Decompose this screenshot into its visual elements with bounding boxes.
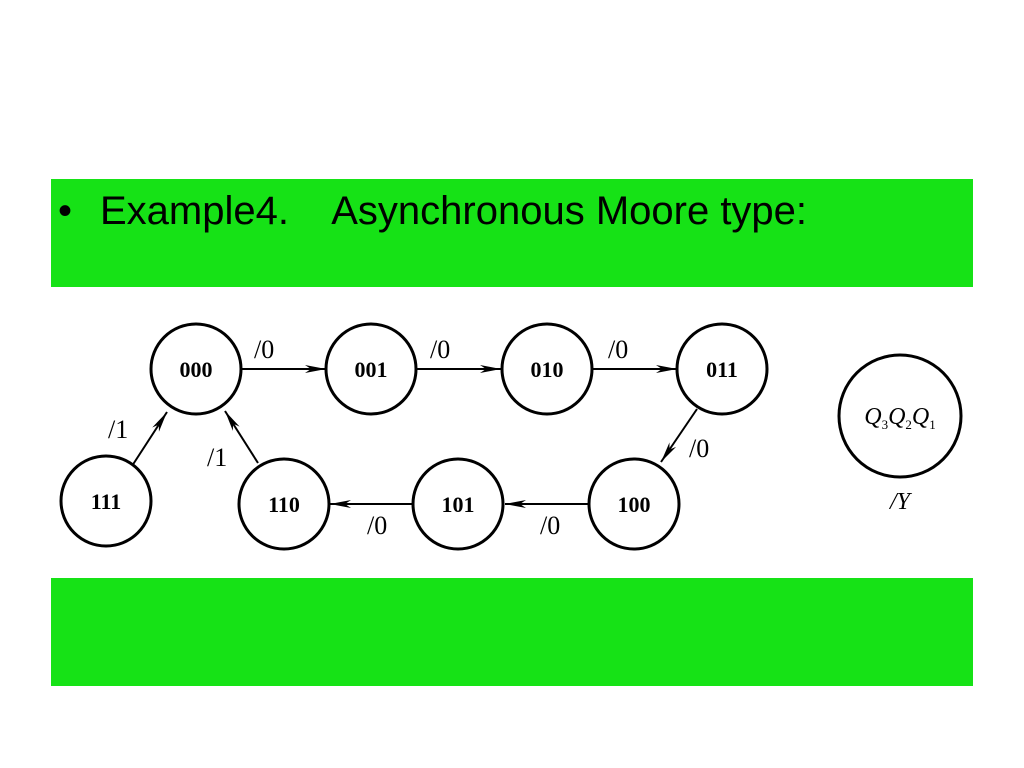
state-001 (324, 322, 418, 416)
title-band (51, 179, 973, 287)
edge-110-000 (224, 410, 259, 464)
state-label-101: 101 (442, 492, 475, 517)
state-101 (411, 457, 505, 551)
title-text: Example4. Asynchronous Moore type: (100, 189, 808, 233)
edge-label-110-000: /1 (207, 443, 227, 472)
legend-output-label: /Y (888, 489, 913, 515)
edge-label-101-110: /0 (367, 511, 387, 540)
edge-111-000 (131, 411, 168, 467)
edge-label-010-011: /0 (608, 335, 628, 364)
legend-state-label: Q3Q2Q1 (864, 404, 936, 432)
state-label-010: 010 (531, 357, 564, 382)
state-110 (237, 457, 331, 551)
state-label-100: 100 (618, 492, 651, 517)
state-010 (500, 322, 594, 416)
slide-title: • Example4. Asynchronous Moore type: (58, 189, 807, 234)
edge-label-100-101: /0 (540, 511, 560, 540)
edge-label-011-100: /0 (689, 434, 709, 463)
bottom-band (51, 578, 973, 686)
edge-label-000-001: /0 (254, 335, 274, 364)
edge-label-111-000: /1 (108, 415, 128, 444)
state-label-111: 111 (91, 489, 122, 514)
bullet-icon: • (58, 189, 73, 233)
edge-011-100 (660, 408, 698, 463)
legend-circle (837, 353, 963, 479)
state-011 (675, 322, 769, 416)
state-label-011: 011 (706, 357, 738, 382)
state-111 (59, 454, 153, 548)
state-label-000: 000 (180, 357, 213, 382)
state-000 (149, 322, 243, 416)
edge-label-001-010: /0 (430, 335, 450, 364)
state-label-110: 110 (268, 492, 300, 517)
state-100 (587, 457, 681, 551)
state-label-001: 001 (355, 357, 388, 382)
